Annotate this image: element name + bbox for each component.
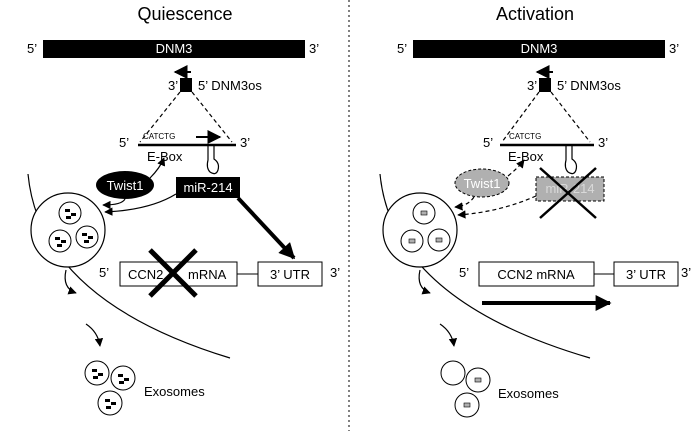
twist1-label: Twist1 (107, 178, 144, 193)
mrna-label: mRNA (188, 267, 227, 282)
vesicle (58, 201, 82, 225)
translation-block-icon (148, 248, 198, 298)
twist1-protein (96, 171, 154, 199)
dnm3os-locus (180, 78, 192, 92)
twist1-to-mvb-arrow (102, 198, 126, 210)
ccn2-cds-box (478, 261, 595, 287)
ccn2-utr-box (257, 261, 323, 287)
vesicle (48, 229, 72, 253)
mir214-box-inactive (535, 176, 605, 202)
panel-title: Activation (496, 4, 574, 24)
dnm3-3prime-label: 3’ (669, 41, 679, 56)
dnm3-gene-label: DNM3 (156, 41, 193, 56)
dnm3-gene-bar (413, 40, 665, 58)
ccn2-5prime-label: 5’ (99, 265, 109, 280)
dnm3os-3prime-label: 3’ (168, 78, 178, 93)
twist1-protein-inactive (454, 168, 510, 198)
promoter-sequence: CATCTG (143, 132, 175, 141)
ebox-label: E-Box (147, 149, 183, 164)
multivesicular-body (30, 192, 106, 268)
cell-membrane (379, 173, 591, 359)
dnm3os-label: 5’ DNM3os (198, 78, 262, 93)
exosome-cluster (440, 360, 491, 418)
dnm3os-3prime-label: 3’ (527, 78, 537, 93)
hairpin-icon (206, 146, 220, 175)
mir214-to-mvb-arrow (457, 195, 537, 219)
dnm3-5prime-label: 5’ (27, 41, 37, 56)
ccn2-utr-box (613, 261, 679, 287)
dnm3os-locus (539, 78, 551, 92)
dnm3os-label: 5’ DNM3os (557, 78, 621, 93)
mir214-label: miR-214 (183, 180, 232, 195)
twist1-to-mvb-arrow (454, 196, 475, 211)
promoter-5prime-label: 5’ (483, 135, 493, 150)
exosomes-label: Exosomes (144, 384, 205, 399)
zoom-line-left (501, 91, 540, 143)
utr-label: 3’ UTR (270, 267, 310, 282)
vesicle (75, 225, 99, 249)
mir-cargo (55, 209, 93, 247)
panel-activation: Activation 5’ DNM3 3’ 3’ 5’ DNM3os 5’ 3’… (379, 4, 691, 418)
mir-cargo-reduced (408, 210, 443, 244)
ccn2-3prime-label: 3’ (681, 265, 691, 280)
panel-title: Quiescence (137, 4, 232, 24)
twist1-to-ebox-arrow (149, 157, 166, 179)
ccn2-3prime-label: 3’ (330, 265, 340, 280)
secretion-arrow-1 (64, 269, 77, 295)
mir214-box (176, 177, 240, 198)
dnm3-3prime-label: 3’ (309, 41, 319, 56)
zoom-line-left (139, 91, 181, 143)
ebox-label: E-Box (508, 149, 544, 164)
cell-membrane (27, 173, 231, 359)
exosomes-label: Exosomes (498, 386, 559, 401)
secretion-arrow-1 (418, 269, 431, 295)
hairpin-icon (564, 146, 578, 175)
secretion-arrow-2 (85, 323, 104, 347)
zoom-line-right (191, 91, 233, 143)
promoter-3prime-label: 3’ (598, 135, 608, 150)
dnm3-5prime-label: 5’ (397, 41, 407, 56)
zoom-line-right (550, 91, 591, 143)
ccn2-label: CCN2 (128, 267, 163, 282)
promoter-sequence: CATCTG (509, 132, 541, 141)
twist1-label: Twist1 (464, 176, 501, 191)
secretion-arrow-2 (439, 323, 458, 347)
twist1-to-ebox-arrow (507, 159, 525, 177)
dnm3-gene-bar (43, 40, 305, 58)
mir214-to-utr-arrow (236, 196, 296, 260)
panel-quiescence: Quiescence 5’ DNM3 3’ 3’ 5’ DNM3os 5’ 3’… (27, 4, 340, 416)
exosome-cluster (84, 360, 136, 416)
utr-label: 3’ UTR (626, 267, 666, 282)
mir214-to-mvb-arrow (104, 193, 177, 216)
ccn2-5prime-label: 5’ (459, 265, 469, 280)
mir214-block-icon (539, 167, 597, 219)
promoter-5prime-label: 5’ (119, 135, 129, 150)
promoter-3prime-label: 3’ (240, 135, 250, 150)
ccn2-mrna-label: CCN2 mRNA (497, 267, 575, 282)
dnm3-gene-label: DNM3 (521, 41, 558, 56)
